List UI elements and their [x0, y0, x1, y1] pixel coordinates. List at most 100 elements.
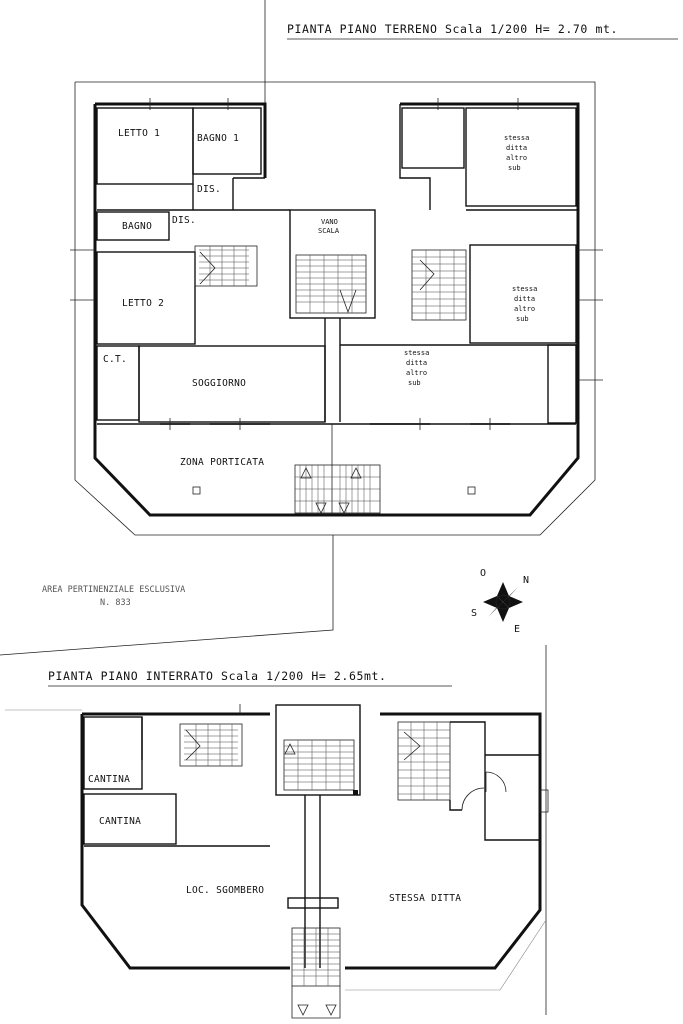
stair-central-basement — [283, 739, 355, 791]
room-label-vano: VANO — [321, 218, 338, 226]
pillar-left — [192, 486, 201, 495]
porch-arrow-down-1 — [315, 502, 327, 514]
stair-left-basement-steps — [184, 724, 238, 766]
room-vano-scala-walls — [289, 209, 376, 319]
compass-center-ring — [495, 594, 511, 610]
room-right-middle-walls — [469, 244, 577, 344]
stair-right-basement-steps — [398, 722, 450, 800]
compass-label-o: O — [480, 568, 486, 579]
room-label-scala: SCALA — [318, 227, 340, 235]
ground-floor-plan: LETTO 1 BAGNO 1 DIS. BAGNO DIS. VANO SCA… — [70, 81, 603, 536]
area-boundary-line — [0, 535, 334, 656]
ground-window-ticks — [149, 98, 519, 430]
basement-plan: CANTINA CANTINA LOC. SGOMBERO STESSA DIT… — [5, 704, 549, 1019]
area-label-line2: N. 833 — [100, 598, 131, 608]
label-other-sub-center: stessa ditta altro sub — [404, 349, 429, 387]
basement-stairwell-walls — [275, 704, 361, 796]
room-label-cantina2: CANTINA — [99, 816, 141, 827]
room-label-bagno: BAGNO — [122, 221, 152, 232]
compass-label-n: N — [523, 575, 529, 586]
stair-left-arrow — [199, 251, 216, 285]
compass-label-e: E — [514, 624, 520, 635]
room-label-dis2: DIS. — [172, 215, 196, 226]
pillar-right — [467, 486, 476, 495]
wall-basement-right-stub — [449, 800, 462, 811]
compass-needle-north — [497, 582, 509, 602]
basement-exit-arrow-2 — [325, 1004, 337, 1016]
room-right-bottom-walls — [547, 344, 577, 424]
room-label-letto2: LETTO 2 — [122, 298, 164, 309]
ground-floor-boundary — [74, 81, 596, 536]
svg-text:stessa: stessa — [512, 285, 537, 293]
compass-needle-west — [483, 596, 503, 608]
svg-text:altro: altro — [506, 154, 527, 162]
svg-text:ditta: ditta — [406, 359, 427, 367]
svg-text:altro: altro — [514, 305, 535, 313]
stair-left-basement — [179, 723, 243, 767]
stair-left-basement-arrow — [185, 729, 201, 761]
room-label-letto1: LETTO 1 — [118, 128, 160, 139]
stair-left-steps — [199, 246, 249, 286]
basement-exit-arrow-1 — [297, 1004, 309, 1016]
stair-central-basement-arrow — [284, 743, 296, 755]
svg-text:sub: sub — [408, 379, 421, 387]
room-label-bagno1: BAGNO 1 — [197, 133, 239, 144]
ground-windows — [130, 103, 538, 425]
stair-marker — [353, 790, 358, 795]
svg-text:altro: altro — [406, 369, 427, 377]
side-ticks — [70, 249, 603, 381]
door-swing-2 — [485, 771, 507, 793]
room-bagno1-walls — [192, 107, 262, 175]
basement-title: PIANTA PIANO INTERRATO Scala 1/200 H= 2.… — [48, 669, 387, 683]
room-label-ct: C.T. — [103, 354, 127, 365]
compass-rose: O N S E — [471, 568, 529, 635]
svg-text:ditta: ditta — [514, 295, 535, 303]
svg-text:sub: sub — [516, 315, 529, 323]
room-right-top-small — [401, 107, 465, 169]
stair-left-ground — [194, 245, 258, 287]
svg-text:ditta: ditta — [506, 144, 527, 152]
wall-basement-right-room — [450, 721, 540, 841]
stair-right-arrow — [419, 259, 435, 291]
outer-wall-north-left — [95, 102, 267, 178]
room-cantina2-walls — [83, 793, 177, 845]
room-label-loc-sgombero: LOC. SGOMBERO — [186, 885, 264, 896]
stair-right-steps — [412, 250, 466, 320]
room-letto2-walls — [96, 251, 196, 345]
stair-right-basement-arrow — [403, 731, 421, 761]
compass-needle-south — [497, 602, 509, 622]
basement-outer-wall-right — [345, 712, 542, 970]
ground-floor-title: PIANTA PIANO TERRENO Scala 1/200 H= 2.70… — [287, 22, 618, 36]
svg-text:stessa: stessa — [504, 134, 529, 142]
room-label-stessa-ditta: STESSA DITTA — [389, 893, 461, 904]
porch-arrow-down-2 — [338, 502, 350, 514]
room-right-top-walls — [465, 107, 577, 207]
compass-needle-east — [503, 596, 523, 608]
porch-steps-grid — [295, 465, 380, 513]
area-label-line1: AREA PERTINENZIALE ESCLUSIVA — [42, 585, 185, 595]
compass-label-s: S — [471, 608, 477, 619]
room-label-cantina1: CANTINA — [88, 774, 130, 785]
outer-wall — [93, 102, 580, 517]
basement-lintel — [287, 897, 339, 909]
room-label-soggiorno: SOGGIORNO — [192, 378, 246, 389]
basement-right-opening — [539, 789, 549, 813]
room-label-zona-porticata: ZONA PORTICATA — [180, 457, 264, 468]
porch-arrow-up-1 — [300, 467, 312, 479]
label-other-sub-middle: stessa ditta altro sub — [512, 285, 537, 323]
door-swing-1 — [461, 787, 485, 811]
wall-right-court — [399, 104, 431, 210]
label-other-sub-top: stessa ditta altro sub — [504, 134, 529, 172]
svg-text:stessa: stessa — [404, 349, 429, 357]
compass-needle-ne — [503, 587, 518, 602]
basement-outer-wall-left — [80, 714, 290, 970]
stair-central-steps — [296, 255, 366, 313]
stair-central-arrow — [339, 289, 357, 314]
basement-outer-grey — [345, 919, 547, 991]
basement-exit-walls — [291, 986, 341, 1019]
room-label-dis1: DIS. — [197, 184, 221, 195]
basement-exit-stair-steps — [292, 928, 340, 986]
porch-arrow-up-2 — [350, 467, 362, 479]
stair-central-basement-steps — [284, 740, 354, 790]
